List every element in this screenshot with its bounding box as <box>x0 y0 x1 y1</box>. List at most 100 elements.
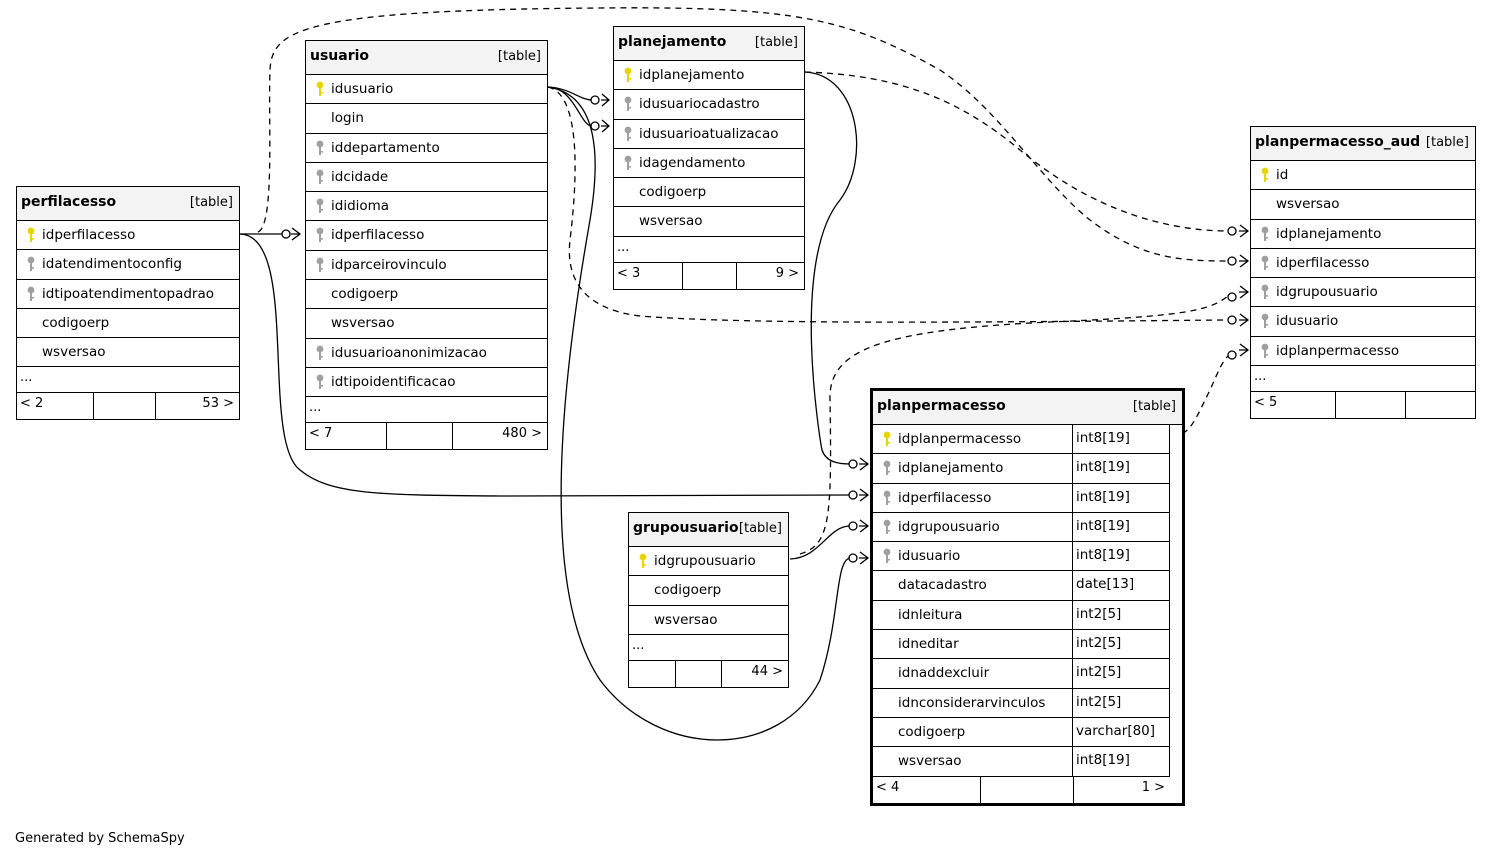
column-type: int8[19] <box>1072 425 1169 454</box>
children-count-link[interactable]: 480 > <box>502 426 542 442</box>
column-row[interactable]: idusuarioatualizacao <box>614 120 804 149</box>
column-row[interactable]: idgrupousuario <box>629 547 788 577</box>
foreign-key-icon <box>1260 313 1270 329</box>
table-name[interactable]: grupousuario <box>633 520 739 536</box>
column-row[interactable]: idatendimentoconfig <box>17 250 239 280</box>
column-name: idatendimentoconfig <box>42 256 182 273</box>
footer-divider <box>452 423 453 450</box>
column-row[interactable]: wsversao <box>629 606 788 635</box>
parents-count-link[interactable]: < 3 <box>617 265 641 281</box>
primary-key-icon <box>623 67 633 83</box>
column-row[interactable]: idplanpermacesso <box>1251 337 1475 367</box>
column-row[interactable]: wsversao <box>17 338 239 368</box>
column-row[interactable]: ididioma <box>306 192 547 222</box>
more-columns-ellipsis: ... <box>309 400 322 416</box>
children-count-link[interactable]: 44 > <box>751 663 783 679</box>
column-row[interactable]: idtipoatendimentopadrao <box>17 280 239 309</box>
primary-key-icon <box>26 227 36 243</box>
table-type-label: [table] <box>189 195 233 210</box>
column-type: date[13] <box>1072 571 1169 600</box>
primary-key-icon <box>882 431 892 447</box>
column-name: idplanejamento <box>1276 225 1382 242</box>
parents-count-link[interactable]: < 2 <box>20 396 44 412</box>
foreign-key-icon <box>1260 226 1270 242</box>
column-type: int2[5] <box>1072 600 1169 630</box>
column-row[interactable]: id <box>1251 161 1475 191</box>
column-row[interactable]: idperfilacesso <box>17 221 239 251</box>
table-name[interactable]: usuario <box>310 48 370 64</box>
table-type-label: [table] <box>1132 399 1176 414</box>
column-row[interactable]: wsversao <box>614 207 804 237</box>
more-columns-ellipsis: ... <box>1254 369 1267 385</box>
primary-key-icon <box>1260 167 1270 183</box>
table-perfilacesso[interactable]: perfilacesso [table] idperfilacesso idatend… <box>16 186 240 421</box>
column-row[interactable]: codigoerp <box>17 309 239 339</box>
column-row[interactable]: idplanejamento <box>614 61 804 91</box>
column-row[interactable]: codigoerp <box>306 280 547 310</box>
edge-usuario-planpermacesso <box>547 86 851 741</box>
foreign-key-icon <box>315 257 325 273</box>
foreign-key-icon <box>882 460 892 476</box>
column-row[interactable]: login <box>306 104 547 134</box>
column-row[interactable]: codigoerp <box>614 178 804 208</box>
parents-count-link[interactable]: < 4 <box>876 779 900 795</box>
column-row[interactable]: idusuario <box>1251 307 1475 337</box>
footer-divider <box>155 393 156 420</box>
column-row[interactable]: idusuarioanonimizacao <box>306 339 547 368</box>
children-count-link[interactable]: 1 > <box>1141 779 1165 795</box>
table-planpermacesso_aud[interactable]: planpermacesso_aud[table]id wsversao idpla… <box>1250 126 1476 420</box>
column-row[interactable]: idperfilacesso <box>1251 249 1475 279</box>
column-row[interactable]: idusuario <box>306 75 547 105</box>
column-row[interactable]: idperfilacesso <box>306 221 547 251</box>
foreign-key-icon <box>623 96 633 112</box>
table-name[interactable]: perfilacesso <box>21 194 117 210</box>
column-row[interactable]: wsversao <box>1251 190 1475 220</box>
column-row[interactable]: idplanejamento <box>1251 220 1475 249</box>
primary-key-icon <box>315 81 325 97</box>
column-row[interactable]: idagendamento <box>614 149 804 179</box>
column-name: codigoerp <box>331 286 399 303</box>
parents-count-link[interactable]: < 5 <box>1254 395 1278 411</box>
column-row[interactable]: idusuariocadastro <box>614 90 804 120</box>
column-row[interactable]: idparceirovinculo <box>306 251 547 281</box>
table-header: planpermacesso_aud[table] <box>1251 127 1475 161</box>
column-name: wsversao <box>898 753 962 770</box>
children-count-link[interactable]: 9 > <box>775 265 799 281</box>
column-name: idperfilacesso <box>331 227 425 244</box>
column-name: idperfilacesso <box>898 489 992 506</box>
table-name[interactable]: planpermacesso_aud <box>1255 134 1421 150</box>
column-row[interactable]: idcidade <box>306 163 547 193</box>
children-count-link[interactable]: 53 > <box>202 396 234 412</box>
column-row[interactable]: wsversao <box>306 309 547 339</box>
column-row[interactable]: idgrupousuario <box>1251 278 1475 308</box>
table-name[interactable]: planejamento <box>618 34 727 50</box>
more-columns-row: ... <box>629 635 788 661</box>
column-row[interactable]: idtipoidentificacao <box>306 368 547 398</box>
column-row[interactable]: iddepartamento <box>306 134 547 163</box>
more-columns-ellipsis: ... <box>632 637 645 653</box>
column-row[interactable]: codigoerp <box>629 576 788 606</box>
foreign-key-icon <box>1260 343 1270 359</box>
table-name[interactable]: planpermacesso <box>877 398 1006 414</box>
column-name: idusuarioatualizacao <box>639 125 779 142</box>
more-columns-row: ... <box>614 237 804 263</box>
parents-count-link[interactable]: < 7 <box>309 426 333 442</box>
column-name: wsversao <box>1276 196 1340 213</box>
edge-perfilacesso-planpermacesso <box>239 233 851 497</box>
